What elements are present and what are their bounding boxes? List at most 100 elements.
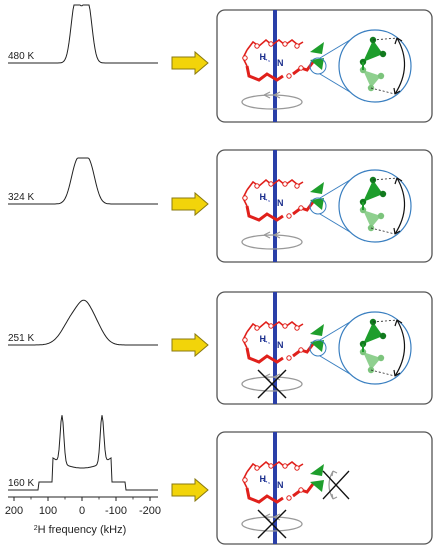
oxygen-atom [282,41,288,47]
flip-arc [394,319,406,377]
hydrogen-bond [262,479,272,485]
oxygen-atom [242,337,248,343]
rotation-ring-icon [241,91,303,110]
dashed-guide [370,227,396,235]
right-arrow-icon [171,477,209,503]
axis-tick-label: -200 [139,505,161,517]
rotor-blade-top [310,464,324,476]
macrocycle [242,38,315,82]
oxygen-atom [242,195,248,201]
nitrogen-label: N [277,480,284,490]
rotor-blade-bottom [310,340,324,352]
zoom-circle [338,169,412,243]
rotor-blade-top [310,324,324,336]
rotor-triangle-dark [363,180,383,202]
oxygen-atom [242,477,248,483]
zoom-circle [338,29,412,103]
flip-arc [394,37,406,95]
oxygen-atom [298,205,304,211]
macrocycle-lower-chain [245,487,284,504]
hydrogen-bond [262,197,272,203]
frequency-axis: 200 100 0 -100 -200 2H frequency (kHz) [5,496,161,536]
zoom-inset [309,29,412,103]
nitrogen-label: N [277,58,284,68]
cross-line [257,509,287,539]
oxygen-atom [298,65,304,71]
deuterium-atom [379,190,387,198]
hydrogen-label: H [260,474,267,484]
flip-arrowhead [393,87,401,95]
axis-tick-label: -100 [105,505,127,517]
hydrogen-label: H [260,334,267,344]
flip-arrowhead [331,493,338,500]
temperature-label: 251 K [8,333,34,344]
hydrogen-bond [262,339,272,345]
macrocycle-lower-chain [245,205,284,222]
axle-rod [273,10,277,122]
rotor-triangle-dark [363,40,383,62]
oxygen-atom [268,323,274,329]
rotor-triangle-dark [363,322,383,344]
dashed-guide [372,177,398,181]
temperature-label: 480 K [8,51,34,62]
hydrogen-label: H [260,192,267,202]
oxygen-atom [294,43,300,49]
nmr-spectrum-trace [8,299,158,346]
axis-tick-label: 0 [79,505,85,517]
zoom-source-circle [309,197,327,215]
axis-title-superscript: 2 [34,525,38,532]
rotor-blade-top [310,42,324,54]
rotor-group [310,464,324,492]
flip-arrow-icon [393,37,406,95]
zoom-inset [309,169,412,243]
dashed-guide [372,319,398,323]
oxygen-atom [286,355,292,361]
oxygen-atom [282,323,288,329]
hydrogen-label: H [260,52,267,62]
flip-arrowhead [394,319,403,327]
blocked-cross-icon [322,470,350,500]
blocked-cross-icon [257,369,287,399]
macrocycle-lower-chain [245,65,284,82]
right-arrow-icon [171,50,209,76]
oxygen-atom [254,465,260,471]
rotor-group [310,42,324,70]
oxygen-atom [294,183,300,189]
flip-arc [328,470,334,500]
rotation-arrowhead [263,231,271,239]
axle-rod [273,150,277,262]
axis-tick-label: 200 [5,505,23,517]
rotor-triangle-light [363,70,381,88]
rotation-ellipse [241,376,303,392]
deuterium-atom [379,50,387,58]
rotor-triangle-light [363,352,381,370]
axis-tick-label: 100 [39,505,57,517]
macrocycle [242,320,315,364]
nitrogen-label: N [277,340,284,350]
rotor-group [310,324,324,352]
flip-arrowhead [394,37,403,45]
flip-arrowhead [393,227,401,235]
oxygen-atom [268,463,274,469]
axle-rod [273,292,277,404]
oxygen-atom [254,183,260,189]
oxygen-atom [294,325,300,331]
axle-rod [273,432,277,544]
temperature-label: 324 K [8,192,34,203]
mechanism-panel [216,431,433,545]
macrocycle [242,460,315,504]
temperature-row: 251 K NH [8,291,433,405]
rotor-blade-bottom [310,58,324,70]
nmr-spectrum-trace [8,157,158,205]
rotation-arrowhead [273,231,281,239]
right-arrow-icon [171,191,209,217]
nitrogen-label: N [277,198,284,208]
oxygen-atom [282,181,288,187]
oxygen-atom [268,41,274,47]
deuterium-atom [379,332,387,340]
axis-title: 2H frequency (kHz) [34,524,127,536]
deuterium-atom [377,354,385,362]
deuterium-atom [377,72,385,80]
nmr-spectrum-trace [8,4,158,64]
